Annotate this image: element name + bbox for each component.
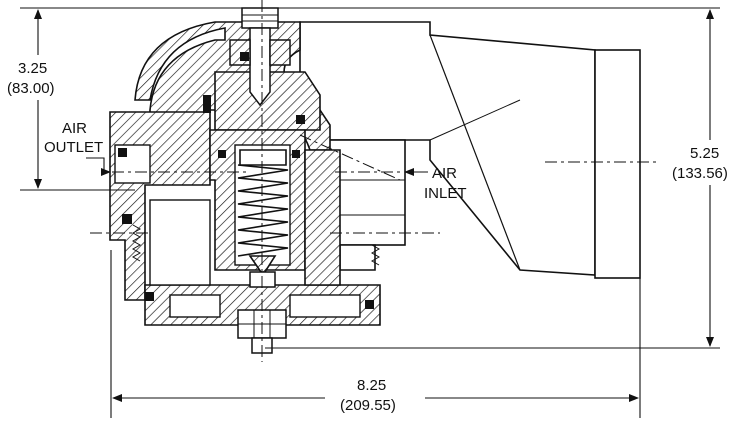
spring: [237, 149, 289, 277]
top-height-inches: 3.25: [18, 60, 47, 77]
thread-marks: [131, 224, 381, 266]
air-outlet-label-line1: AIR: [62, 120, 87, 137]
air-outlet-label-line2: OUTLET: [44, 139, 103, 156]
dimension-lines: [20, 7, 720, 418]
total-height-mm: (133.56): [672, 165, 728, 182]
width-dimension-gap: [325, 388, 425, 406]
width-mm: (209.55): [340, 397, 396, 414]
total-height-inches: 5.25: [690, 145, 719, 162]
air-inlet-label-line2: INLET: [424, 185, 467, 202]
air-inlet-label-line1: AIR: [432, 165, 457, 182]
top-height-mm: (83.00): [7, 80, 55, 97]
width-inches: 8.25: [357, 377, 386, 394]
center-lines: [90, 0, 660, 362]
o-ring-seals: [118, 52, 374, 309]
mounting-body: [299, 21, 641, 279]
